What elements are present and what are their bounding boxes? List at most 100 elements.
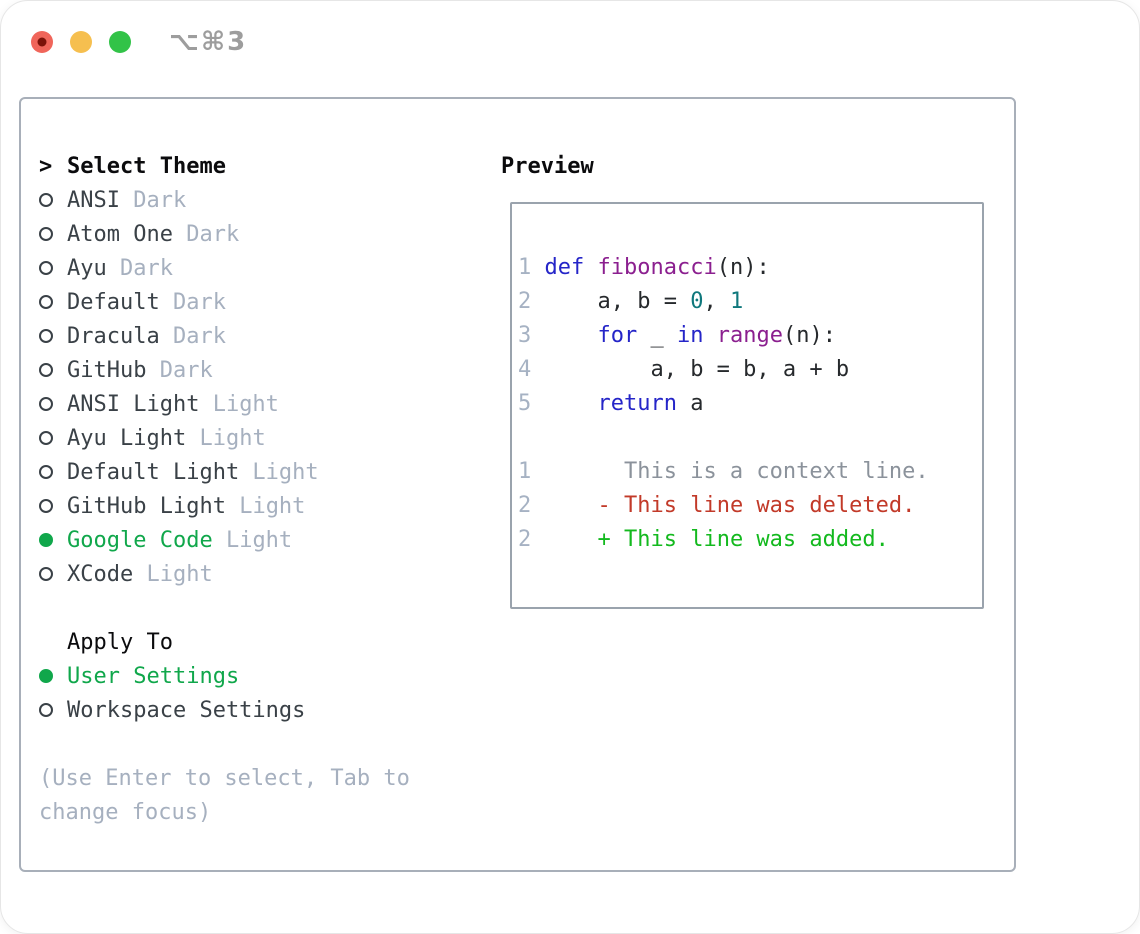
line-number: 1 bbox=[518, 459, 532, 484]
radio-unselected-icon bbox=[39, 329, 53, 343]
minimize-button[interactable] bbox=[70, 31, 92, 53]
theme-variant: Dark bbox=[172, 221, 240, 247]
code-token bbox=[545, 323, 598, 348]
theme-name: Default bbox=[67, 289, 160, 315]
theme-variant: Light bbox=[212, 527, 293, 553]
select-theme-title: Select Theme bbox=[67, 153, 226, 179]
radio-unselected-icon bbox=[39, 397, 53, 411]
radio-gutter bbox=[39, 465, 67, 479]
theme-option-default-light[interactable]: Default Light Light bbox=[39, 455, 410, 489]
preview-title: Preview bbox=[501, 153, 594, 179]
preview-box bbox=[510, 202, 984, 609]
theme-name: GitHub Light bbox=[67, 493, 226, 519]
radio-unselected-icon bbox=[39, 295, 53, 309]
diff-text: This line was deleted. bbox=[623, 493, 916, 518]
code-token: a bbox=[676, 391, 704, 416]
radio-gutter bbox=[39, 227, 67, 241]
theme-label: Default Light Light bbox=[67, 460, 319, 485]
theme-option-default[interactable]: Default Dark bbox=[39, 285, 410, 319]
theme-option-github[interactable]: GitHub Dark bbox=[39, 353, 410, 387]
theme-option-atom-one[interactable]: Atom One Dark bbox=[39, 217, 410, 251]
spacer bbox=[39, 727, 410, 761]
radio-unselected-icon bbox=[39, 465, 53, 479]
radio-gutter bbox=[39, 567, 67, 581]
diff-text: This line was added. bbox=[623, 527, 889, 552]
close-button[interactable] bbox=[31, 31, 53, 53]
radio-unselected-icon bbox=[39, 363, 53, 377]
line-number: 2 bbox=[518, 527, 532, 552]
theme-option-google-code[interactable]: Google Code Light bbox=[39, 523, 410, 557]
apply-label: Workspace Settings bbox=[67, 698, 305, 723]
code-token: a, b = b, a + b bbox=[544, 357, 850, 382]
line-number: 4 bbox=[518, 357, 532, 382]
theme-label: Dracula Dark bbox=[67, 324, 226, 349]
apply-option-workspace-settings[interactable]: Workspace Settings bbox=[39, 693, 410, 727]
select-theme-header: > Select Theme bbox=[39, 149, 410, 183]
theme-label: ANSI Light Light bbox=[67, 392, 279, 417]
hint-line-1: (Use Enter to select, Tab to bbox=[39, 765, 410, 791]
theme-name: ANSI bbox=[67, 187, 120, 213]
theme-option-ayu-light[interactable]: Ayu Light Light bbox=[39, 421, 410, 455]
theme-name: Ayu bbox=[67, 255, 107, 281]
code-token: def bbox=[544, 255, 585, 280]
theme-variant: Dark bbox=[119, 187, 187, 213]
spacer bbox=[518, 421, 929, 455]
focus-gutter: > bbox=[39, 154, 67, 179]
apply-name: Workspace Settings bbox=[67, 697, 306, 723]
theme-option-dracula[interactable]: Dracula Dark bbox=[39, 319, 410, 353]
line-number: 1 bbox=[518, 255, 532, 280]
code-token: return bbox=[597, 391, 677, 416]
line-number: 2 bbox=[518, 493, 532, 518]
zoom-button[interactable] bbox=[109, 31, 131, 53]
theme-variant: Dark bbox=[106, 255, 173, 281]
gap bbox=[531, 527, 597, 552]
code-line: 1 def fibonacci(n): bbox=[518, 251, 929, 285]
theme-label: Ayu Dark bbox=[67, 256, 173, 281]
spacer bbox=[39, 591, 410, 625]
theme-label: XCode Light bbox=[67, 562, 213, 587]
theme-label: GitHub Light Light bbox=[67, 494, 305, 519]
unsaved-indicator-dot bbox=[37, 37, 47, 47]
apply-option-user-settings[interactable]: User Settings bbox=[39, 659, 410, 693]
code-token: a, b = bbox=[544, 289, 691, 314]
code-token bbox=[703, 323, 716, 348]
gap bbox=[531, 323, 544, 348]
theme-option-github-light[interactable]: GitHub Light Light bbox=[39, 489, 410, 523]
radio-gutter bbox=[39, 533, 67, 547]
radio-gutter bbox=[39, 431, 67, 445]
theme-variant: Light bbox=[133, 561, 213, 587]
theme-option-xcode[interactable]: XCode Light bbox=[39, 557, 410, 591]
radio-selected-icon bbox=[39, 533, 53, 547]
code-token: , bbox=[703, 289, 730, 314]
line-number: 3 bbox=[518, 323, 532, 348]
radio-unselected-icon bbox=[39, 567, 53, 581]
theme-option-ansi[interactable]: ANSI Dark bbox=[39, 183, 410, 217]
diff-line-deleted: 2 - This line was deleted. bbox=[518, 489, 929, 523]
theme-option-ansi-light[interactable]: ANSI Light Light bbox=[39, 387, 410, 421]
code-token: fibonacci bbox=[597, 255, 717, 280]
radio-selected-icon bbox=[39, 669, 53, 683]
theme-name: Atom One bbox=[67, 221, 173, 247]
code-token: (n): bbox=[716, 255, 770, 280]
theme-variant: Light bbox=[199, 391, 279, 417]
gap bbox=[531, 289, 544, 314]
diff-marker-icon: - bbox=[597, 493, 624, 518]
radio-gutter bbox=[39, 363, 67, 377]
theme-variant: Light bbox=[225, 493, 306, 519]
theme-option-ayu[interactable]: Ayu Dark bbox=[39, 251, 410, 285]
radio-unselected-icon bbox=[39, 193, 53, 207]
code-line: 4 a, b = b, a + b bbox=[518, 353, 929, 387]
window-shortcut-label: ⌥⌘3 bbox=[169, 27, 248, 57]
code-token: range bbox=[716, 323, 783, 348]
theme-variant: Dark bbox=[159, 323, 226, 349]
radio-gutter bbox=[39, 499, 67, 513]
diff-marker-icon: + bbox=[597, 527, 624, 552]
code-token bbox=[545, 391, 598, 416]
diff-preview-block: 1 This is a context line.2 - This line w… bbox=[518, 455, 929, 557]
radio-gutter bbox=[39, 261, 67, 275]
theme-name: Dracula bbox=[67, 323, 160, 349]
theme-label: ANSI Dark bbox=[67, 188, 186, 213]
theme-label: Google Code Light bbox=[67, 528, 292, 553]
